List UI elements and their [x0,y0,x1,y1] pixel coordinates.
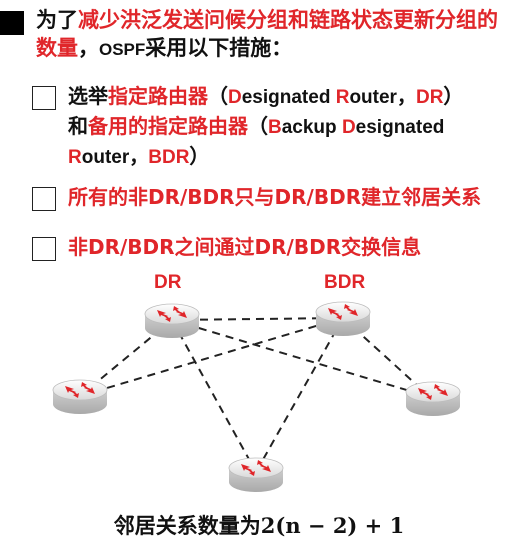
router-icon [405,381,461,417]
formula: 邻居关系数量为2(n − 2) + 1 [0,510,518,540]
text-segment: 选举 [68,84,108,108]
text-segment: 备用的指定路由器 [88,114,248,138]
text-segment: ） [443,84,464,108]
text-segment: ackup [281,117,342,138]
router-icon [52,379,108,415]
link-dr-bdr [171,317,344,321]
text-segment: （ [248,114,268,138]
router-icon [228,457,284,493]
heading-comma: ， [78,36,99,60]
item-exchange: 非DR/BDR之间通过DR/BDR交换信息 [32,233,421,262]
checkbox [32,237,56,261]
text-segment: DR [415,87,444,108]
router-icon [315,301,371,337]
checkbox [32,187,56,211]
text-segment: R [68,147,82,168]
heading-highlight: 减少洪泛发送问候分组和链路状态更新分组的数量 [36,8,498,60]
text-segment: 指定路由器 [108,84,208,108]
link-bdr-bottom [255,317,344,473]
item-neighbors: 所有的非DR/BDR只与DR/BDR建立邻居关系 [32,183,481,212]
text-segment: outer， [349,87,416,108]
bdr-label: BDR [324,272,366,293]
formula-expression: 2(n − 2) + 1 [260,513,405,538]
text-segment: B [268,117,282,138]
text-segment: ） [189,144,210,168]
item-elect-dr: 选举指定路由器（Designated Router，DR）和备用的指定路由器（B… [32,82,508,172]
text-segment: D [228,87,242,108]
link-dr-right [171,319,431,398]
text-segment: outer， [81,147,149,168]
item-text: 所有的非DR/BDR只与DR/BDR建立邻居关系 [68,185,482,209]
checkbox [32,86,56,110]
item-text: 非DR/BDR之间通过DR/BDR交换信息 [68,235,422,259]
heading-text: 为了 [36,8,78,32]
formula-prefix: 邻居关系数量为 [113,514,261,538]
item-text: 选举指定路由器（Designated Router，DR）和备用的指定路由器（B… [68,82,508,172]
text-segment: R [335,87,350,108]
text-segment: D [341,117,356,138]
links [79,317,431,473]
link-dr-bottom [171,319,257,473]
heading-tail: 采用以下措施： [145,36,293,60]
text-segment: esignated [241,87,336,108]
text-segment: （ [208,84,228,108]
text-segment: BDR [148,147,190,168]
router-icon [144,303,200,339]
heading: 为了减少洪泛发送问候分组和链路状态更新分组的数量，OSPF采用以下措施： [36,6,516,64]
text-segment: esignated [355,117,445,138]
bullet-square [0,11,24,35]
link-bdr-left [79,317,344,397]
dr-label: DR [154,272,182,293]
text-segment: 和 [68,114,88,138]
heading-ospf: OSPF [99,40,146,59]
